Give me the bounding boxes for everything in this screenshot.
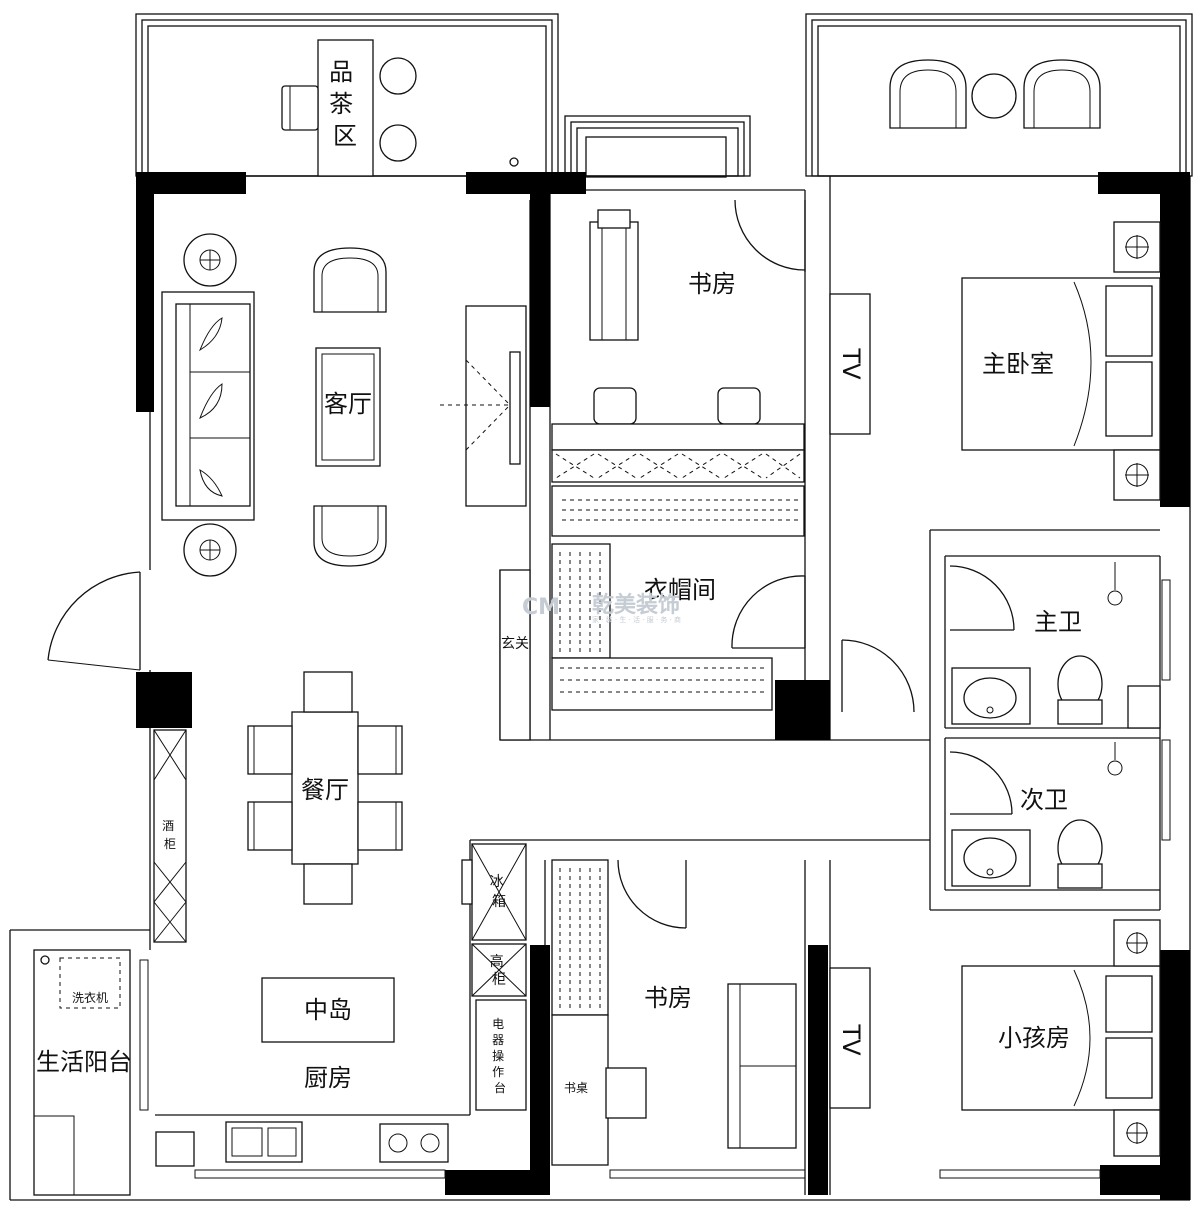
dining-table: [291, 711, 359, 865]
washer-label: 洗衣机: [72, 990, 108, 1005]
kids-nightstand-top: [1113, 919, 1161, 967]
watermark-name: 乾美装饰: [592, 592, 680, 618]
utility-balcony-label: 生活阳台: [36, 1048, 132, 1076]
appliance-line-5: 台: [494, 1080, 506, 1095]
tea-stool-2: [379, 124, 417, 162]
kids-room: 小孩房: [961, 919, 1161, 1157]
hall-door: [841, 639, 915, 713]
fridge-line-2: 箱: [492, 894, 506, 910]
dining-area: 餐厅: [247, 671, 403, 905]
window-frames: [139, 579, 1171, 1179]
appliance-line-4: 作: [492, 1065, 504, 1079]
lamp-table-bottom: [183, 523, 237, 577]
utility-balcony: 洗衣机 生活阳台: [33, 949, 132, 1196]
watermark-tagline: 家 · 装 · 生 · 活 · 服 · 务 · 商: [592, 615, 681, 624]
tea-area: 品 茶 区: [281, 39, 519, 177]
watermark: CM 乾美装饰 家 · 装 · 生 · 活 · 服 · 务 · 商: [522, 592, 681, 624]
living-room: 客厅: [161, 233, 527, 577]
master-bedroom-label: 主卧室: [982, 350, 1054, 378]
tv-bottom: TV: [829, 967, 871, 1109]
tv-bottom-label: TV: [837, 1023, 865, 1056]
appliance-line-2: 器: [492, 1033, 504, 1047]
cloakroom: 衣帽间 玄关: [499, 485, 806, 741]
master-bath: 主卫: [949, 562, 1161, 729]
wine-line-1: 酒: [162, 819, 174, 833]
second-bath-label: 次卫: [1020, 786, 1068, 814]
dining-room-label: 餐厅: [301, 776, 349, 804]
kitchen-label: 厨房: [304, 1064, 352, 1092]
island-label: 中岛: [304, 996, 352, 1024]
entry-door: [47, 571, 141, 671]
master-bath-label: 主卫: [1034, 608, 1082, 636]
study-desk: [551, 423, 805, 451]
appliance-counter-label: 电 器 操 作 台: [492, 1017, 508, 1095]
island: [261, 977, 395, 1043]
tv-top: TV: [829, 293, 871, 435]
tall-cabinet-line-2: 柜: [492, 972, 506, 988]
master-bedroom: 主卧室: [889, 59, 1161, 501]
study-bottom-label: 书房: [644, 984, 692, 1012]
living-room-label: 客厅: [324, 390, 372, 418]
tea-chair: [281, 85, 319, 131]
appliance-line-3: 操: [492, 1048, 504, 1063]
kids-nightstand-bottom: [1113, 1109, 1161, 1157]
armchair-bottom: [313, 505, 387, 567]
top-right-balcony: [805, 13, 1193, 177]
entrance-label: 玄关: [501, 635, 529, 652]
fridge-line-1: 冰: [490, 874, 504, 890]
study-bay-window: [564, 115, 751, 178]
wine-cabinet-label: 酒 柜: [162, 819, 178, 851]
appliance-line-1: 电: [492, 1017, 504, 1031]
desk-label: 书桌: [564, 1081, 588, 1095]
cloakroom-label: 衣帽间: [644, 576, 716, 604]
second-bath: 次卫: [949, 742, 1123, 889]
nightstand-bottom: [1113, 449, 1161, 501]
kids-room-label: 小孩房: [998, 1024, 1070, 1052]
lamp-table-top: [183, 233, 237, 287]
study-top: 书房: [551, 199, 806, 483]
nightstand-top: [1113, 221, 1161, 273]
tea-stool-1: [379, 57, 417, 95]
tall-cabinet-line-1: 高: [490, 953, 504, 970]
structural-columns: [136, 172, 1190, 1200]
kitchen: 中岛 厨房 冰 箱 高 柜 电 器 操 作: [155, 843, 527, 1167]
watermark-logo: CM: [522, 595, 560, 620]
tea-area-label: 品 茶 区: [329, 58, 361, 150]
wine-cabinet: 酒 柜: [153, 729, 187, 943]
study-chair-2: [717, 387, 761, 425]
tea-line-2: 茶: [329, 90, 353, 118]
tea-table: [317, 39, 374, 177]
wine-line-2: 柜: [164, 837, 176, 851]
study-top-label: 书房: [688, 270, 736, 298]
study-bottom: 书房 书桌: [551, 859, 797, 1166]
fridge-label: 冰 箱: [490, 874, 508, 910]
tv-top-label: TV: [837, 347, 865, 380]
tea-line-3: 区: [333, 122, 357, 150]
study-chair-1: [593, 387, 637, 425]
coffee-table: [315, 347, 381, 467]
balcony-chairs: [889, 59, 1101, 129]
study-lounger: [589, 221, 639, 341]
tall-cabinet-label: 高 柜: [490, 953, 508, 988]
armchair-top: [313, 247, 387, 313]
tea-line-1: 品: [329, 58, 353, 86]
